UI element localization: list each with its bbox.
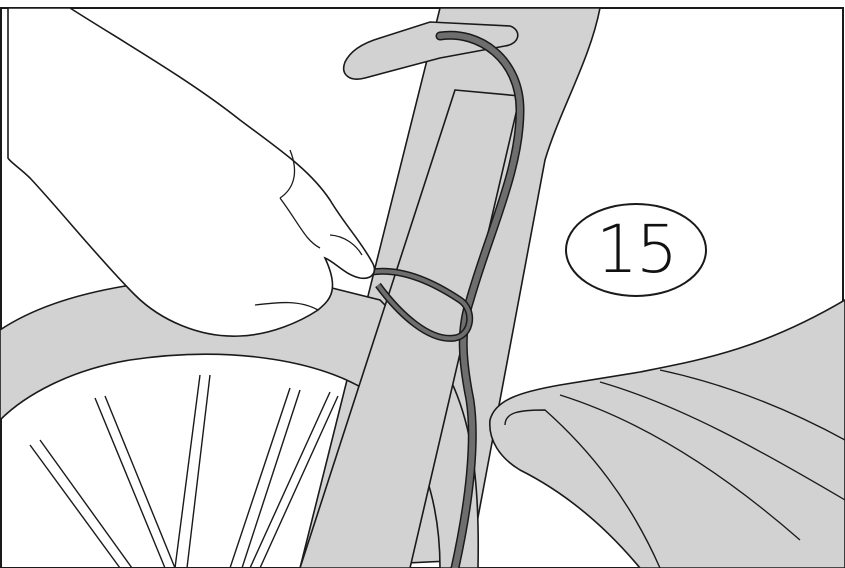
seat-icon — [490, 300, 845, 568]
hand-icon — [8, 8, 374, 336]
step-number: 15 — [566, 204, 706, 296]
